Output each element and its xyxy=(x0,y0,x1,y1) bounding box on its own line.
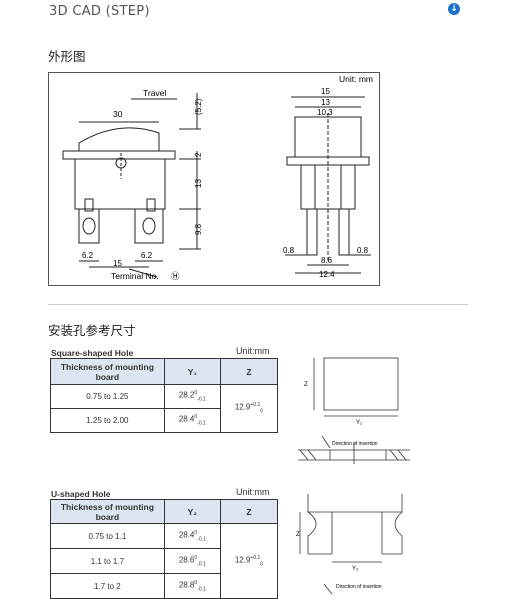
dim-13: 13 xyxy=(194,179,203,188)
y-cell: 28.20-0.1 xyxy=(163,384,221,409)
dim-8-6: 8.6 xyxy=(321,256,333,265)
z-cell: 12.9+0.10 xyxy=(219,523,279,599)
dim-2: 2 xyxy=(194,152,203,157)
dim-9-8: 9.8 xyxy=(194,223,203,235)
dim-13-right: 13 xyxy=(321,98,330,107)
dim-15: 15 xyxy=(321,87,330,96)
dim-15-bottom: 15 xyxy=(113,259,122,268)
thickness-cell: 1.25 to 2.00 xyxy=(50,408,165,433)
square-insertion-label: Direction of insertion xyxy=(332,441,378,447)
u-hole-table: Thickness of mounting board Y₂ Z 0.75 to… xyxy=(50,499,279,599)
housing-body xyxy=(74,158,166,210)
dim-0-8-left: 0.8 xyxy=(283,246,295,255)
outline-drawing-svg: Travel 30 (5.2) 2 13 9.8 6.2 6.2 15 Term… xyxy=(62,74,373,281)
thickness-cell: 0.75 to 1.1 xyxy=(50,523,165,549)
square-header-z: Z xyxy=(219,358,279,385)
y-cell: 28.80-0.1 xyxy=(163,573,221,599)
dim-30: 30 xyxy=(113,109,123,119)
dim-10-3: 10.3 xyxy=(317,108,333,117)
u-insertion-label: Direction of insertion xyxy=(336,584,382,590)
u-header-thickness: Thickness of mounting board xyxy=(50,499,165,524)
travel-label: Travel xyxy=(143,88,166,98)
outline-title: 外形图 xyxy=(48,49,86,64)
square-header-thickness: Thickness of mounting board xyxy=(50,358,165,385)
section-divider xyxy=(48,304,468,305)
cad-title[interactable]: 3D CAD (STEP) xyxy=(49,4,150,19)
thickness-cell: 1.1 to 1.7 xyxy=(50,548,165,574)
table-row: 1.1 to 1.7 28.60-0.1 xyxy=(50,548,278,574)
u-header-z: Z xyxy=(219,499,279,524)
square-hole-diagram: Z Y₁ Direction of insertion xyxy=(298,357,410,464)
thickness-cell: 0.75 to 1.25 xyxy=(50,384,165,409)
mounting-title: 安装孔参考尺寸 xyxy=(48,323,136,338)
u-hole-diagram: Z Y₂ Direction of insertion xyxy=(296,494,403,595)
dim-6-2-right: 6.2 xyxy=(141,251,153,260)
y-cell: 28.40-0.1 xyxy=(163,523,221,549)
dim-5-2: (5.2) xyxy=(194,98,203,115)
square-hole-table: Thickness of mounting board Y₁ Z 0.75 to… xyxy=(50,358,279,433)
u-z-label: Z xyxy=(296,532,300,538)
square-hole-caption: Square-shaped Hole xyxy=(51,348,134,358)
u-hole-unit: Unit:mm xyxy=(236,487,270,497)
u-header-y: Y₂ xyxy=(163,499,221,524)
table-row: 0.75 to 1.25 28.20-0.1 12.9+0.10 xyxy=(50,384,279,433)
terminal-mark: Ⓗ xyxy=(171,271,180,281)
rocker-outline xyxy=(78,127,160,152)
y-cell: 28.40-0.1 xyxy=(163,408,221,433)
unit-label: Unit: mm xyxy=(339,74,373,84)
square-y-label: Y₁ xyxy=(356,420,362,426)
dim-0-8-right: 0.8 xyxy=(357,246,369,255)
outline-drawing: Travel 30 (5.2) 2 13 9.8 6.2 6.2 15 Term… xyxy=(48,72,380,286)
square-z-label: Z xyxy=(304,382,308,388)
thickness-cell: 1.7 to 2 xyxy=(50,573,165,599)
u-hole-caption: U-shaped Hole xyxy=(51,489,111,499)
table-row: 1.25 to 2.00 28.40-0.1 xyxy=(50,408,278,433)
u-y-label: Y₂ xyxy=(352,566,359,572)
square-hole-unit: Unit:mm xyxy=(236,346,270,356)
housing-flange xyxy=(62,150,176,160)
square-header-y: Y₁ xyxy=(163,358,221,385)
download-icon[interactable]: ↓ xyxy=(448,3,460,15)
table-row: 0.75 to 1.1 28.40-0.1 12.9+0.10 xyxy=(50,523,279,599)
terminal-label: Terminal No. xyxy=(111,271,159,281)
dim-12-4: 12.4 xyxy=(319,270,335,279)
z-cell: 12.9+0.10 xyxy=(219,384,279,433)
table-row: 1.7 to 2 28.80-0.1 xyxy=(50,573,278,599)
dim-6-2-left: 6.2 xyxy=(82,251,94,260)
y-cell: 28.60-0.1 xyxy=(163,548,221,574)
